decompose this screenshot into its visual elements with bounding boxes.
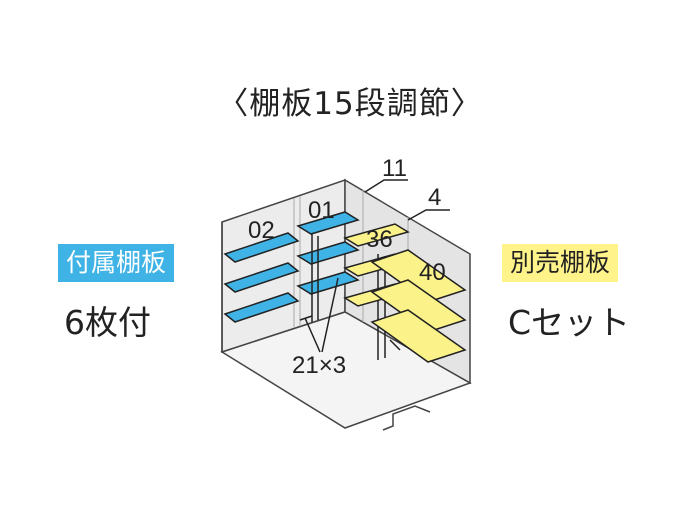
label-01: 01 bbox=[308, 197, 335, 224]
included-shelf bbox=[223, 292, 300, 323]
included-shelf bbox=[296, 241, 360, 265]
included-shelf bbox=[296, 271, 360, 295]
label-4: 4 bbox=[428, 184, 441, 211]
label-40: 40 bbox=[419, 259, 446, 286]
included-shelf bbox=[223, 232, 300, 263]
callout-leader-21x3 bbox=[321, 277, 339, 353]
label-02: 02 bbox=[248, 217, 275, 244]
callout-leader-21x3 bbox=[304, 317, 321, 353]
included-shelf bbox=[296, 211, 360, 235]
page-title: 〈棚板15段調節〉 bbox=[217, 86, 483, 122]
separate-shelf bbox=[343, 223, 410, 247]
included-shelf bbox=[223, 262, 300, 293]
sold-separately-set: Cセット bbox=[508, 303, 631, 342]
label-11: 11 bbox=[382, 155, 407, 182]
callout-leader-4 bbox=[407, 209, 450, 221]
label-36: 36 bbox=[366, 226, 393, 253]
included-shelves-count: 6枚付 bbox=[64, 303, 151, 342]
label-21x3: 21×3 bbox=[292, 352, 346, 379]
separate-shelf bbox=[370, 309, 467, 363]
included-shelves-badge: 付属棚板 bbox=[58, 244, 175, 282]
sold-separately-badge: 別売棚板 bbox=[502, 244, 619, 282]
floor bbox=[220, 311, 472, 429]
callout-leader-11 bbox=[364, 179, 408, 193]
door-threshold bbox=[382, 405, 431, 431]
